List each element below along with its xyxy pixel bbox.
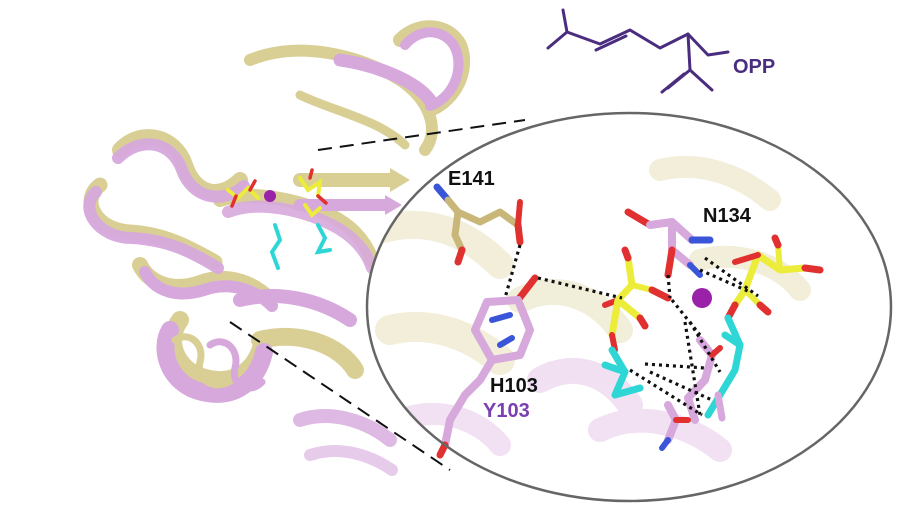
zoom-lines <box>229 119 526 471</box>
residue-lower-sticks <box>659 336 726 451</box>
diphosphate-center <box>602 246 672 353</box>
label-n134: N134 <box>703 205 752 227</box>
zoom-inset: E141 N134 H103 Y103 <box>365 111 893 503</box>
label-y103: Y103 <box>483 400 530 422</box>
substrate-skeletal-structure <box>546 8 730 94</box>
metal-ion <box>692 288 712 308</box>
mutant-ribbon <box>83 27 464 476</box>
residue-h103-sticks <box>436 274 539 459</box>
overview-ligands <box>226 168 332 270</box>
label-opp: OPP <box>733 56 775 78</box>
protein-overview <box>83 20 471 476</box>
label-h103: H103 <box>490 375 538 397</box>
residue-e141-sticks <box>433 183 524 266</box>
label-e141: E141 <box>448 168 495 190</box>
hydrogen-bonds <box>503 244 759 417</box>
residue-n134-sticks <box>624 208 714 279</box>
zoom-outline <box>365 111 893 503</box>
